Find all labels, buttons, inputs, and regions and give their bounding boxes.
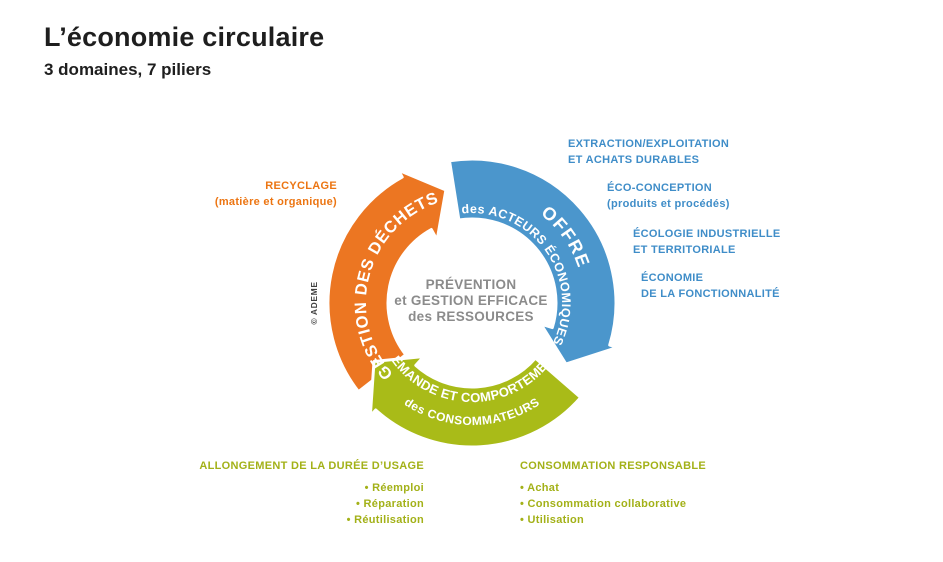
- offer-arc-arrow: [448, 157, 619, 366]
- responsible-consumption-item: Achat: [520, 480, 706, 496]
- responsible-consumption-block: CONSOMMATION RESPONSABLE Achat Consommat…: [520, 458, 706, 528]
- page-subtitle: 3 domaines, 7 piliers: [44, 60, 212, 79]
- pillar-ecoconception-label: ÉCO-CONCEPTION (produits et procédés): [607, 180, 730, 212]
- pillar-fonctionnalite-line1: ÉCONOMIE: [641, 272, 704, 284]
- pillar-fonctionnalite-label: ÉCONOMIE DE LA FONCTIONNALITÉ: [641, 270, 780, 302]
- demand-arc-arrow: [368, 355, 583, 449]
- recycling-label: RECYCLAGE (matière et organique): [215, 178, 337, 210]
- usage-duration-block: ALLONGEMENT DE LA DURÉE D’USAGE Réemploi…: [199, 458, 424, 528]
- pillar-ecologie-line2: ET TERRITORIALE: [633, 244, 736, 256]
- usage-duration-item: Réemploi: [199, 480, 424, 496]
- usage-duration-heading: ALLONGEMENT DE LA DURÉE D’USAGE: [199, 460, 424, 472]
- pillar-fonctionnalite-line2: DE LA FONCTIONNALITÉ: [641, 288, 780, 300]
- usage-duration-item: Réparation: [199, 496, 424, 512]
- responsible-consumption-list: Achat Consommation collaborative Utilisa…: [520, 480, 706, 528]
- recycling-label-line1: RECYCLAGE: [265, 180, 337, 192]
- pillar-extraction-label: EXTRACTION/EXPLOITATION ET ACHATS DURABL…: [568, 136, 729, 168]
- center-text-line1: PRÉVENTION: [426, 277, 517, 292]
- usage-duration-item: Réutilisation: [199, 512, 424, 528]
- pillar-ecologie-label: ÉCOLOGIE INDUSTRIELLE ET TERRITORIALE: [633, 226, 780, 258]
- pillar-ecologie-line1: ÉCOLOGIE INDUSTRIELLE: [633, 228, 781, 240]
- responsible-consumption-item: Utilisation: [520, 512, 706, 528]
- responsible-consumption-heading: CONSOMMATION RESPONSABLE: [520, 460, 707, 472]
- pillar-ecoconception-line1: ÉCO-CONCEPTION: [607, 182, 713, 194]
- center-text-line2: et GESTION EFFICACE: [394, 293, 547, 308]
- usage-duration-list: Réemploi Réparation Réutilisation: [199, 480, 424, 528]
- page-title: L’économie circulaire: [44, 22, 325, 52]
- center-text-line3: des RESSOURCES: [408, 309, 534, 324]
- header: L’économie circulaire 3 domaines, 7 pili…: [44, 22, 324, 80]
- pillar-extraction-line2: ET ACHATS DURABLES: [568, 154, 700, 166]
- waste-arc-arrow: [326, 168, 448, 394]
- responsible-consumption-item: Consommation collaborative: [520, 496, 706, 512]
- pillar-extraction-line1: EXTRACTION/EXPLOITATION: [568, 138, 730, 150]
- pillar-ecoconception-line2: (produits et procédés): [607, 198, 730, 210]
- recycling-label-line2: (matière et organique): [214, 196, 337, 208]
- ademe-credit: © ADEME: [309, 281, 319, 324]
